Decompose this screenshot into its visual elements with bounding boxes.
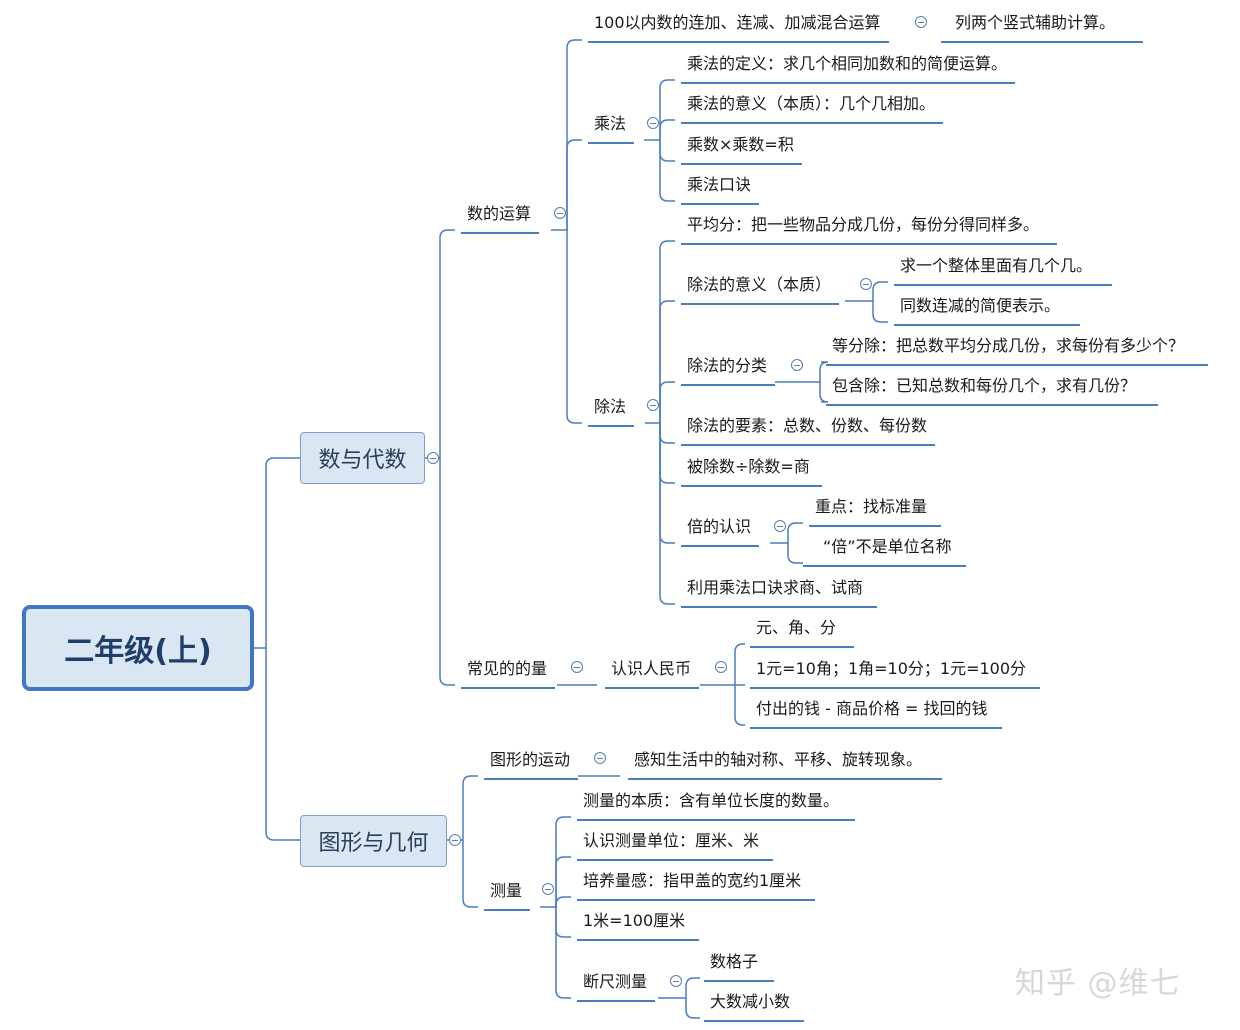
collapse-icon[interactable] [571, 661, 583, 673]
topic-add-sub[interactable]: 100以内数的连加、连减、加减混合运算 [588, 12, 889, 43]
measure-item[interactable]: 1米=100厘米 [577, 910, 700, 941]
topic-operations[interactable]: 数的运算 [461, 203, 540, 234]
collapse-icon[interactable] [554, 207, 566, 219]
measure-broken-label: 断尺测量 [583, 972, 648, 991]
topic-division[interactable]: 除法 [588, 396, 635, 427]
rmb-item[interactable]: 元、角、分 [750, 617, 855, 648]
div-item[interactable]: 平均分：把一些物品分成几份，每份分得同样多。 [681, 214, 1058, 245]
collapse-icon[interactable] [542, 883, 554, 895]
motion-tip-label: 感知生活中的轴对称、平移、旋转现象。 [634, 750, 923, 769]
mult-item-label: 乘法口诀 [687, 175, 752, 194]
div-meaning-item[interactable]: 求一个整体里面有几个几。 [894, 255, 1113, 286]
rmb-item-label: 元、角、分 [756, 618, 837, 637]
topic-measure[interactable]: 测量 [484, 880, 531, 911]
measure-broken-item-label: 数格子 [710, 952, 759, 971]
collapse-icon[interactable] [647, 399, 659, 411]
root-node[interactable]: 二年级(上) [22, 605, 254, 691]
div-times-item[interactable]: 重点：找标准量 [809, 496, 942, 527]
topic-quantity[interactable]: 常见的的量 [461, 658, 556, 689]
topic-add-sub-tip[interactable]: 列两个竖式辅助计算。 [941, 12, 1144, 43]
rmb-item[interactable]: 付出的钱 - 商品价格 = 找回的钱 [750, 698, 1002, 729]
div-times-item-label: “倍”不是单位名称 [823, 537, 952, 556]
div-item-label: 利用乘法口诀求商、试商 [687, 578, 864, 597]
mult-item[interactable]: 乘数×乘数=积 [681, 134, 802, 165]
div-item[interactable]: 利用乘法口诀求商、试商 [681, 577, 878, 608]
measure-item[interactable]: 测量的本质：含有单位长度的数量。 [577, 790, 856, 821]
div-kinds-item-label: 包含除：已知总数和每份几个，求有几份？ [832, 376, 1137, 395]
mult-item-label: 乘法的意义（本质）：几个几相加。 [687, 94, 936, 113]
mult-item-label: 乘法的定义：求几个相同加数和的简便运算。 [687, 54, 1008, 73]
collapse-icon[interactable] [915, 16, 927, 28]
div-kinds-item[interactable]: 等分除：把总数平均分成几份，求每份有多少个？ [826, 335, 1209, 366]
measure-item-label: 培养量感：指甲盖的宽约1厘米 [583, 871, 802, 890]
collapse-icon[interactable] [647, 117, 659, 129]
div-kinds-item-label: 等分除：把总数平均分成几份，求每份有多少个？ [832, 336, 1185, 355]
div-item[interactable]: 被除数÷除数=商 [681, 456, 822, 487]
watermark: 知乎 @维七 [1015, 966, 1181, 1001]
div-item-label: 除法的要素：总数、份数、每份数 [687, 416, 928, 435]
measure-broken-item-label: 大数减小数 [710, 992, 791, 1011]
topic-multiplication[interactable]: 乘法 [588, 113, 635, 144]
measure-item-label: 1米=100厘米 [583, 911, 686, 930]
topic-motion-label: 图形的运动 [490, 750, 571, 769]
collapse-icon[interactable] [449, 834, 461, 846]
topic-measure-label: 测量 [490, 881, 523, 900]
collapse-icon[interactable] [774, 520, 786, 532]
branch-algebra[interactable]: 数与代数 [300, 432, 425, 484]
measure-item[interactable]: 培养量感：指甲盖的宽约1厘米 [577, 870, 816, 901]
div-times-label: 倍的认识 [687, 517, 752, 536]
div-times-item[interactable]: “倍”不是单位名称 [803, 536, 966, 567]
rmb-item[interactable]: 1元=10角；1角=10分；1元=100分 [750, 658, 1041, 689]
measure-broken[interactable]: 断尺测量 [577, 971, 656, 1002]
div-times-item-label: 重点：找标准量 [815, 497, 928, 516]
mult-item[interactable]: 乘法的定义：求几个相同加数和的简便运算。 [681, 53, 1016, 84]
mult-item-label: 乘数×乘数=积 [687, 135, 794, 154]
topic-rmb[interactable]: 认识人民币 [605, 658, 700, 689]
div-meaning-item-label: 求一个整体里面有几个几。 [900, 256, 1093, 275]
topic-rmb-label: 认识人民币 [611, 659, 692, 678]
branch-geometry[interactable]: 图形与几何 [300, 815, 447, 867]
measure-item-label: 测量的本质：含有单位长度的数量。 [583, 791, 840, 810]
div-times[interactable]: 倍的认识 [681, 516, 760, 547]
motion-tip[interactable]: 感知生活中的轴对称、平移、旋转现象。 [628, 749, 943, 780]
collapse-icon[interactable] [427, 452, 439, 464]
div-item-label: 平均分：把一些物品分成几份，每份分得同样多。 [687, 215, 1040, 234]
rmb-item-label: 付出的钱 - 商品价格 = 找回的钱 [756, 699, 988, 718]
div-item-label: 被除数÷除数=商 [687, 457, 810, 476]
collapse-icon[interactable] [715, 661, 727, 673]
topic-operations-label: 数的运算 [467, 204, 532, 223]
collapse-icon[interactable] [791, 359, 803, 371]
topic-quantity-label: 常见的的量 [467, 659, 548, 678]
mult-item[interactable]: 乘法的意义（本质）：几个几相加。 [681, 93, 944, 124]
div-kinds-item[interactable]: 包含除：已知总数和每份几个，求有几份？ [826, 375, 1159, 406]
rmb-item-label: 1元=10角；1角=10分；1元=100分 [756, 659, 1027, 678]
mult-item[interactable]: 乘法口诀 [681, 174, 760, 205]
topic-add-sub-label: 100以内数的连加、连减、加减混合运算 [594, 13, 881, 32]
div-meaning[interactable]: 除法的意义（本质） [681, 274, 840, 305]
collapse-icon[interactable] [594, 752, 606, 764]
topic-add-sub-tip-label: 列两个竖式辅助计算。 [955, 13, 1116, 32]
collapse-icon[interactable] [860, 278, 872, 290]
div-item[interactable]: 除法的要素：总数、份数、每份数 [681, 415, 936, 446]
topic-multiplication-label: 乘法 [594, 114, 627, 133]
div-meaning-label: 除法的意义（本质） [687, 275, 832, 294]
topic-motion[interactable]: 图形的运动 [484, 749, 579, 780]
div-kinds-label: 除法的分类 [687, 356, 768, 375]
collapse-icon[interactable] [670, 975, 682, 987]
measure-item-label: 认识测量单位：厘米、米 [583, 831, 760, 850]
measure-item[interactable]: 认识测量单位：厘米、米 [577, 830, 774, 861]
measure-broken-item[interactable]: 大数减小数 [704, 991, 805, 1022]
measure-broken-item[interactable]: 数格子 [704, 951, 775, 982]
div-kinds[interactable]: 除法的分类 [681, 355, 776, 386]
div-meaning-item[interactable]: 同数连减的简便表示。 [894, 295, 1081, 326]
div-meaning-item-label: 同数连减的简便表示。 [900, 296, 1061, 315]
topic-division-label: 除法 [594, 397, 627, 416]
